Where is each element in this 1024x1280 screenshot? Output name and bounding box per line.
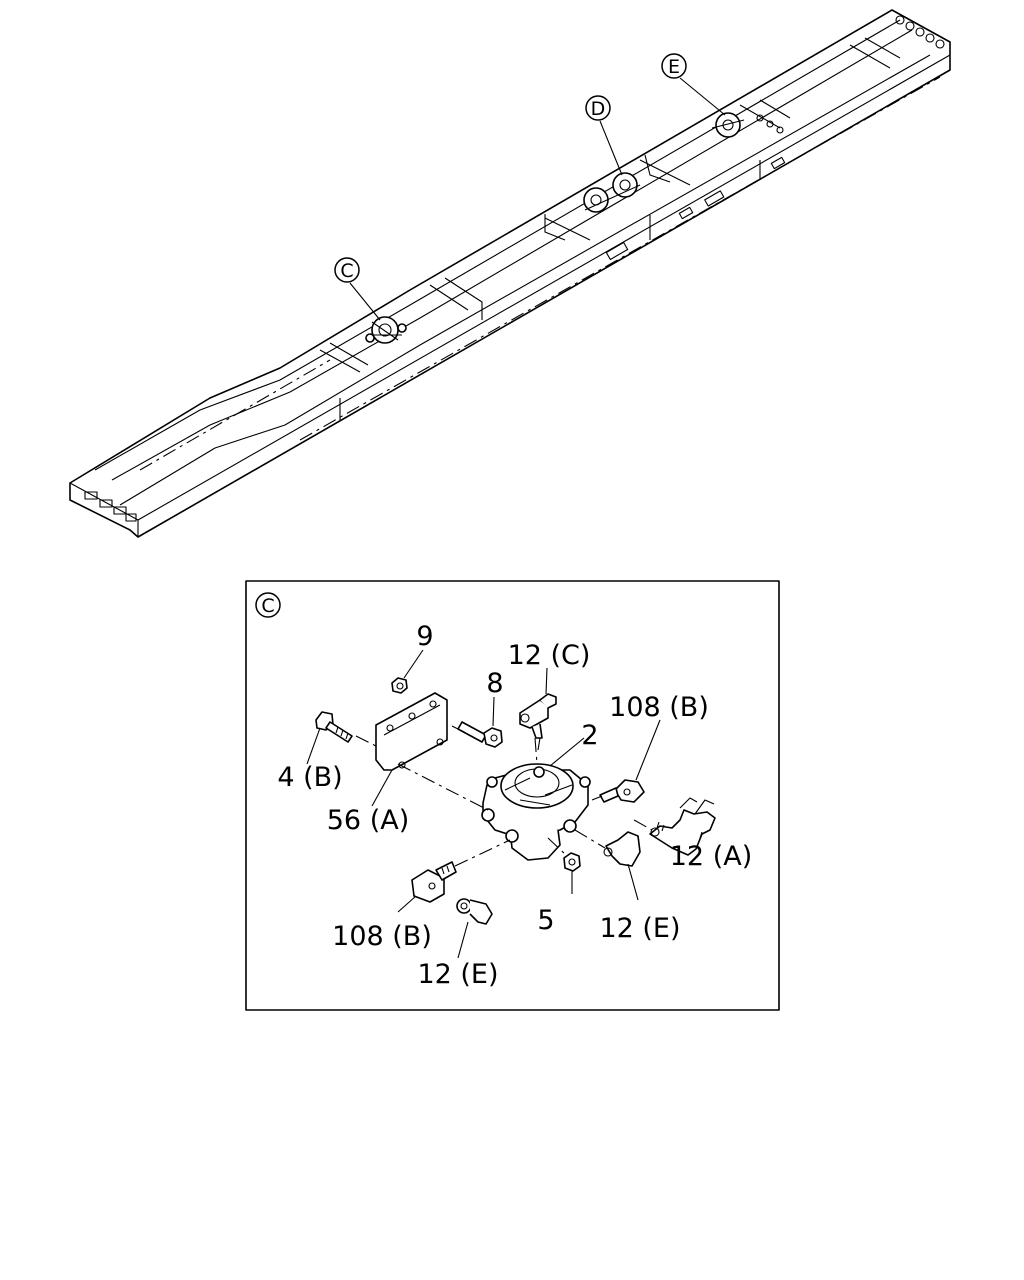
label-4b: 4 (B) [277,762,342,793]
detail-box-c: C [245,580,780,1011]
frame-end-holes [84,15,945,522]
bracket-56a [375,692,448,771]
fitting-108b-lower [411,861,457,903]
label-9: 9 [416,621,433,652]
callout-c: C [334,257,381,321]
callout-e-label: E [668,56,680,78]
callout-e: E [661,53,726,116]
nut-5 [563,852,581,872]
label-108b-bottom: 108 (B) [332,921,432,952]
bolt-8 [457,721,503,748]
elbow-12a [649,797,716,856]
fitting-108b-upper [599,779,645,803]
callout-d-label: D [591,98,606,120]
callout-d: D [585,95,623,176]
callout-c-label: C [340,260,353,282]
nut-9 [391,677,408,694]
label-5: 5 [537,905,554,936]
valve-on-frame-d [583,172,641,213]
label-12e-right: 12 (E) [599,913,680,944]
detail-frame [245,580,780,1011]
chassis-frame [69,9,951,538]
relay-valve-2 [481,763,591,861]
label-2: 2 [581,720,598,751]
valve-on-frame-c [365,316,407,344]
valve-on-frame-e [711,112,745,138]
label-12a: 12 (A) [670,841,752,872]
label-8: 8 [486,668,503,699]
label-12c: 12 (C) [508,640,591,671]
elbow-12e-right [603,831,641,867]
label-108b-top: 108 (B) [609,692,709,723]
label-56a: 56 (A) [327,805,409,836]
elbow-12e-lower [456,898,493,925]
detail-id-label: C [261,595,274,617]
bolt-4b [315,711,353,743]
label-12e-bottom: 12 (E) [417,959,498,990]
tee-fitting-12c [519,693,557,751]
